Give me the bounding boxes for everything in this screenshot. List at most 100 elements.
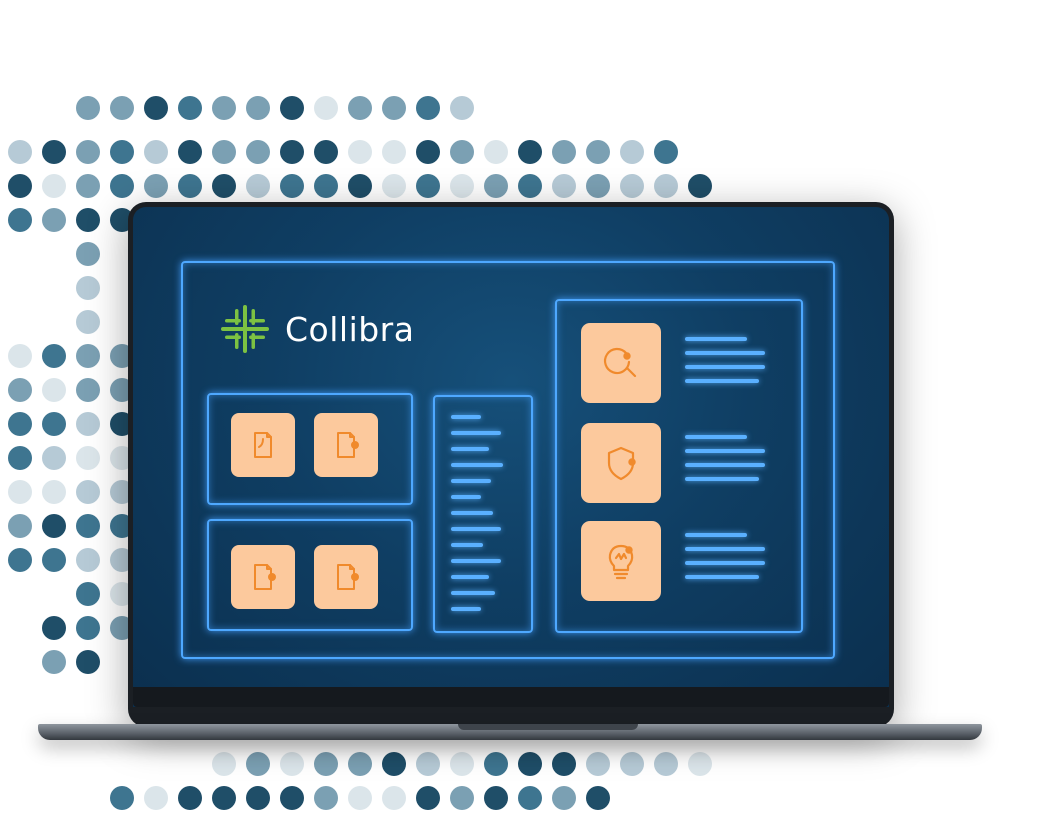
decorative-dot bbox=[8, 514, 32, 538]
decorative-dot bbox=[450, 752, 474, 776]
feature-tile-security bbox=[581, 423, 661, 503]
decorative-dot bbox=[178, 96, 202, 120]
document-icon bbox=[254, 564, 276, 590]
decorative-dot bbox=[76, 412, 100, 436]
decorative-dot bbox=[110, 96, 134, 120]
decorative-dot bbox=[552, 174, 576, 198]
decorative-dot bbox=[416, 96, 440, 120]
document-icon bbox=[337, 564, 359, 590]
placeholder-text-line bbox=[451, 447, 489, 451]
decorative-dot bbox=[144, 140, 168, 164]
decorative-dot bbox=[518, 786, 542, 810]
feature-panel bbox=[555, 299, 803, 633]
placeholder-text-line bbox=[451, 575, 489, 579]
decorative-dot bbox=[76, 174, 100, 198]
decorative-dot bbox=[178, 140, 202, 164]
decorative-dot bbox=[76, 208, 100, 232]
decorative-dot bbox=[314, 96, 338, 120]
decorative-dot bbox=[76, 480, 100, 504]
decorative-dot bbox=[416, 174, 440, 198]
decorative-dot bbox=[654, 174, 678, 198]
placeholder-text-line bbox=[685, 435, 747, 439]
decorative-dot bbox=[42, 446, 66, 470]
document-tile bbox=[314, 413, 378, 477]
decorative-dot bbox=[450, 786, 474, 810]
decorative-dot bbox=[416, 140, 440, 164]
decorative-dot bbox=[8, 208, 32, 232]
decorative-dot bbox=[8, 344, 32, 368]
decorative-dot bbox=[8, 174, 32, 198]
decorative-dot bbox=[110, 786, 134, 810]
lightbulb-icon bbox=[608, 544, 634, 580]
decorative-dot bbox=[42, 378, 66, 402]
decorative-dot bbox=[42, 412, 66, 436]
placeholder-text-line bbox=[685, 575, 759, 579]
decorative-dot bbox=[8, 140, 32, 164]
decorative-dot bbox=[314, 140, 338, 164]
decorative-dot bbox=[76, 242, 100, 266]
decorative-dot bbox=[586, 174, 610, 198]
decorative-dot bbox=[280, 140, 304, 164]
decorative-dot bbox=[484, 752, 508, 776]
decorative-dot bbox=[178, 174, 202, 198]
document-group-bottom bbox=[207, 519, 413, 631]
decorative-dot bbox=[144, 174, 168, 198]
decorative-dot bbox=[586, 752, 610, 776]
decorative-dot bbox=[518, 140, 542, 164]
placeholder-text-line bbox=[685, 561, 765, 565]
document-icon bbox=[337, 432, 359, 458]
decorative-dot bbox=[450, 174, 474, 198]
decorative-dot bbox=[212, 752, 236, 776]
decorative-dot bbox=[76, 344, 100, 368]
decorative-dot bbox=[620, 140, 644, 164]
decorative-dot bbox=[552, 140, 576, 164]
placeholder-text-line bbox=[451, 559, 501, 563]
decorative-dot bbox=[518, 752, 542, 776]
document-tile bbox=[231, 545, 295, 609]
feature-tile-insight bbox=[581, 521, 661, 601]
placeholder-text-line bbox=[685, 337, 747, 341]
decorative-dot bbox=[42, 514, 66, 538]
decorative-dot bbox=[42, 140, 66, 164]
decorative-dot bbox=[42, 344, 66, 368]
decorative-dot bbox=[484, 174, 508, 198]
decorative-dot bbox=[212, 140, 236, 164]
decorative-dot bbox=[586, 140, 610, 164]
decorative-dot bbox=[212, 174, 236, 198]
text-column bbox=[433, 395, 533, 633]
decorative-dot bbox=[620, 752, 644, 776]
decorative-dot bbox=[382, 174, 406, 198]
document-tile bbox=[231, 413, 295, 477]
decorative-dot bbox=[314, 174, 338, 198]
decorative-dot bbox=[280, 96, 304, 120]
decorative-dot bbox=[76, 548, 100, 572]
decorative-dot bbox=[552, 786, 576, 810]
decorative-dot bbox=[42, 480, 66, 504]
decorative-dot bbox=[42, 650, 66, 674]
decorative-dot bbox=[76, 446, 100, 470]
feature-tile-search bbox=[581, 323, 661, 403]
decorative-dot bbox=[8, 548, 32, 572]
placeholder-text-line bbox=[685, 547, 765, 551]
placeholder-text-line bbox=[451, 527, 501, 531]
laptop-screen: Collibra bbox=[133, 207, 889, 707]
decorative-dot bbox=[212, 96, 236, 120]
decorative-dot bbox=[76, 582, 100, 606]
collibra-logo-icon bbox=[221, 305, 269, 353]
decorative-dot bbox=[416, 752, 440, 776]
decorative-dot bbox=[76, 514, 100, 538]
decorative-dot bbox=[246, 140, 270, 164]
decorative-dot bbox=[144, 786, 168, 810]
decorative-dot bbox=[450, 140, 474, 164]
decorative-dot bbox=[348, 786, 372, 810]
placeholder-text-line bbox=[451, 607, 481, 611]
brand-name: Collibra bbox=[285, 309, 415, 349]
placeholder-text-line bbox=[685, 449, 765, 453]
decorative-dot bbox=[348, 96, 372, 120]
decorative-dot bbox=[280, 786, 304, 810]
placeholder-text-line bbox=[451, 431, 501, 435]
decorative-dot bbox=[382, 786, 406, 810]
search-icon bbox=[603, 347, 637, 378]
decorative-dot bbox=[382, 752, 406, 776]
placeholder-text-line bbox=[451, 463, 503, 467]
